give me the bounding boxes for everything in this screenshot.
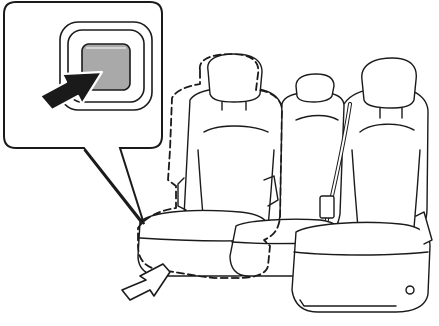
center-headrest xyxy=(296,74,334,102)
seat-cushions xyxy=(138,210,432,312)
